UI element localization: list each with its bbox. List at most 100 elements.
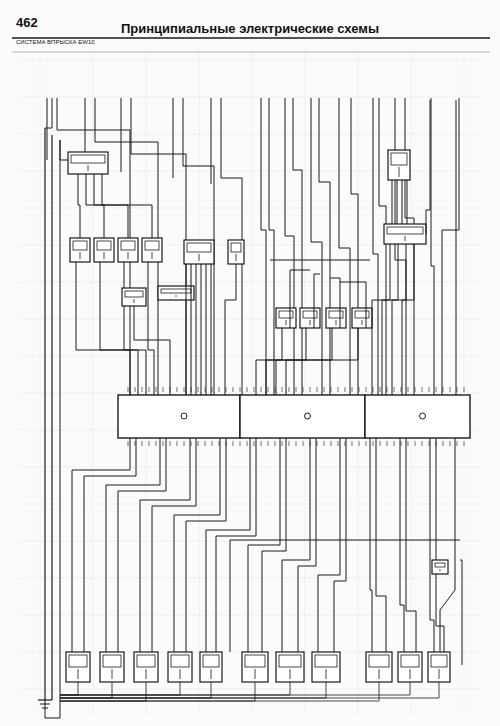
wire xyxy=(247,441,248,446)
wire xyxy=(142,387,143,392)
fuse-relay xyxy=(94,238,114,262)
wire xyxy=(314,274,320,328)
fuse-relay xyxy=(70,238,90,262)
wire xyxy=(464,441,465,446)
wire xyxy=(60,682,211,698)
wire xyxy=(303,441,304,446)
relay-block xyxy=(68,152,108,174)
actuator xyxy=(242,652,268,682)
wire xyxy=(296,441,297,446)
wire xyxy=(184,387,185,392)
wire xyxy=(443,387,444,392)
wire xyxy=(310,387,311,392)
wire xyxy=(293,98,302,395)
wire xyxy=(268,387,269,392)
wire xyxy=(406,438,416,652)
wire xyxy=(331,441,332,446)
wire xyxy=(282,387,283,392)
wire xyxy=(268,441,269,446)
wire xyxy=(102,174,152,238)
wire xyxy=(270,260,370,261)
wire xyxy=(275,387,276,392)
wire xyxy=(78,174,80,238)
wire xyxy=(324,387,325,392)
ecu-connector xyxy=(240,395,365,438)
wire xyxy=(380,387,381,392)
wire xyxy=(199,50,200,715)
wire xyxy=(205,387,206,392)
wire xyxy=(60,682,290,695)
wire xyxy=(254,441,255,446)
wire xyxy=(206,264,207,395)
wire xyxy=(156,441,157,446)
actuator xyxy=(276,308,296,328)
page-title: Принципиальные электрические схемы xyxy=(119,21,381,36)
wire xyxy=(289,387,290,392)
wire xyxy=(248,438,280,652)
wire xyxy=(84,438,136,652)
wire xyxy=(128,441,129,446)
wire xyxy=(282,438,310,652)
wire xyxy=(45,700,60,718)
wire xyxy=(142,441,143,446)
wire xyxy=(149,387,150,392)
wire xyxy=(457,441,458,446)
wire xyxy=(395,98,406,395)
wire xyxy=(44,128,45,700)
actuator xyxy=(326,308,346,328)
wire xyxy=(60,140,68,160)
wire xyxy=(93,50,94,715)
wire xyxy=(373,387,374,392)
wire xyxy=(60,682,180,695)
wire xyxy=(317,387,318,392)
wire xyxy=(233,441,234,446)
actuator xyxy=(276,652,304,682)
wire xyxy=(456,100,457,395)
wire xyxy=(408,441,409,446)
wire xyxy=(318,438,340,652)
wire xyxy=(317,441,318,446)
wire xyxy=(436,387,437,392)
wire xyxy=(94,174,128,238)
wire xyxy=(163,441,164,446)
actuator xyxy=(366,652,392,682)
wire xyxy=(261,441,262,446)
wire xyxy=(275,441,276,446)
wire xyxy=(411,50,412,715)
wire xyxy=(276,328,332,395)
wire xyxy=(282,441,283,446)
wire xyxy=(211,98,212,184)
wire xyxy=(135,387,136,392)
wire xyxy=(338,387,339,392)
wire xyxy=(394,441,395,446)
ecu-mark xyxy=(420,413,426,419)
wire xyxy=(286,328,358,395)
wire xyxy=(407,180,408,224)
ecu-connector xyxy=(365,395,470,438)
actuator xyxy=(200,652,222,682)
wire xyxy=(460,560,462,665)
wire xyxy=(60,682,410,695)
wire xyxy=(345,387,346,392)
wire xyxy=(12,52,490,53)
wire xyxy=(140,438,190,652)
wire xyxy=(430,438,434,652)
wire xyxy=(334,438,346,652)
wire xyxy=(402,180,403,224)
wire xyxy=(373,98,378,395)
wire xyxy=(415,441,416,446)
actuator xyxy=(428,652,450,682)
wire xyxy=(392,180,393,224)
wire xyxy=(296,387,297,392)
actuator xyxy=(352,308,372,328)
wire xyxy=(261,98,266,395)
ecu-mark xyxy=(181,413,187,419)
wire xyxy=(45,98,52,128)
wire xyxy=(382,244,398,395)
wire xyxy=(40,50,41,715)
wire xyxy=(170,387,171,392)
wire xyxy=(47,98,48,160)
wire xyxy=(303,387,304,392)
wire xyxy=(340,282,366,328)
wire xyxy=(134,306,170,395)
